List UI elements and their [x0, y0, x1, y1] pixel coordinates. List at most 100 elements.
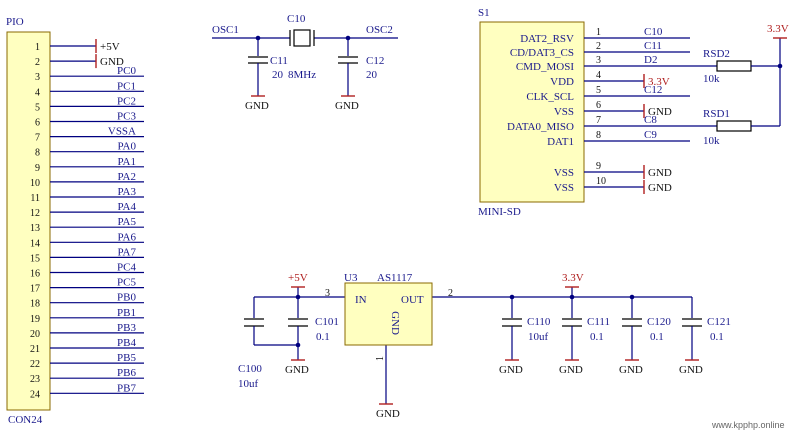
c100-value: 10uf — [238, 378, 259, 390]
c120-value: 0.1 — [650, 331, 664, 343]
regulator-pin-out: OUT — [401, 294, 424, 306]
pio-pin-net: PA7 — [117, 246, 136, 258]
pio-pin-number: 16 — [30, 269, 40, 280]
pio-pin-row: 1+5V — [35, 39, 120, 53]
pio-pin-net: PC1 — [117, 80, 136, 92]
pio-pin-number: 22 — [30, 359, 40, 370]
pio-pin-net: PA4 — [117, 201, 136, 213]
pio-pin-number: 13 — [30, 223, 40, 234]
sd-pin-name: DAT1 — [547, 136, 574, 148]
gnd-label: GND — [245, 100, 269, 112]
c11-ref: C11 — [270, 55, 288, 67]
pio-pin-number: 19 — [30, 314, 40, 325]
sd-pin-net: C8 — [644, 114, 657, 126]
crystal-ref: C10 — [287, 13, 306, 25]
c100-ref: C100 — [238, 363, 262, 375]
rsd2-ref: RSD2 — [703, 48, 730, 60]
sd-pin-net: GND — [648, 182, 672, 194]
regulator-out-pin-number: 2 — [448, 288, 453, 299]
pio-designator: PIO — [6, 16, 24, 28]
c101-value: 0.1 — [316, 331, 330, 343]
pio-pin-number: 2 — [35, 57, 40, 68]
sd-pin-number: 3 — [596, 55, 601, 66]
sd-pin-name: CMD_MOSI — [516, 61, 574, 73]
gnd-label: GND — [376, 408, 400, 420]
sd-pin-number: 6 — [596, 100, 601, 111]
gnd-label: GND — [619, 364, 643, 376]
sd-pin-number: 8 — [596, 130, 601, 141]
sd-pin-number: 5 — [596, 85, 601, 96]
regulator-gnd-pin-number: 1 — [375, 356, 386, 361]
sd-pin-net: C12 — [644, 84, 662, 96]
pio-pin-net: PB5 — [117, 352, 136, 364]
crystal-body — [293, 29, 311, 47]
sd-part-name: MINI-SD — [478, 206, 521, 218]
osc2-label: OSC2 — [366, 24, 393, 36]
pio-pin-number: 20 — [30, 329, 40, 340]
pullup-rail-label: 3.3V — [767, 23, 789, 35]
pio-pin-net: PB3 — [117, 322, 136, 334]
pio-pin-number: 24 — [30, 389, 40, 400]
junction-dot — [569, 294, 575, 300]
pio-pin-number: 8 — [35, 148, 40, 159]
sd-pin-number: 10 — [596, 176, 606, 187]
osc1-label: OSC1 — [212, 24, 239, 36]
pio-pin-number: 11 — [30, 193, 40, 204]
c111-ref: C111 — [587, 316, 610, 328]
sd-pin-name: CLK_SCL — [526, 91, 574, 103]
pio-pin-net: PA1 — [117, 156, 136, 168]
regulator-power-symbols — [291, 286, 699, 405]
sd-pin-net: C10 — [644, 26, 663, 38]
c12-value: 20 — [366, 69, 378, 81]
pio-pin-number: 4 — [35, 87, 40, 98]
regulator-ref: U3 — [344, 272, 358, 284]
pio-pin-number: 1 — [35, 42, 40, 53]
sd-pin-number: 1 — [596, 27, 601, 38]
crystal-frequency: 8MHz — [288, 69, 316, 81]
input-rail-label: +5V — [288, 272, 308, 284]
c111-value: 0.1 — [590, 331, 604, 343]
sd-pin-net: 3.3V — [648, 76, 670, 88]
gnd-label: GND — [285, 364, 309, 376]
sd-pin-number: 2 — [596, 41, 601, 52]
pio-pin-net: PA6 — [117, 231, 136, 243]
rsd2-value: 10k — [703, 73, 720, 85]
sd-pin-number: 4 — [596, 70, 601, 81]
sd-pin-name: DAT2_RSV — [520, 33, 574, 45]
output-rail-label: 3.3V — [562, 272, 584, 284]
rsd1-ref: RSD1 — [703, 108, 730, 120]
sd-pin-number: 9 — [596, 161, 601, 172]
watermark: www.kpphp.online — [711, 420, 785, 430]
sd-pin-row: CMD_MOSI 3 D2 — [516, 54, 690, 73]
junction-dot — [345, 35, 351, 41]
regulator-wiring — [244, 287, 702, 404]
regulator-in-pin-number: 3 — [325, 288, 330, 299]
pio-pin-number: 17 — [30, 284, 40, 295]
junction-dot — [629, 294, 635, 300]
pio-pin-net: PC4 — [117, 262, 136, 274]
gnd-label: GND — [559, 364, 583, 376]
sd-designator: S1 — [478, 7, 490, 19]
sd-pin-row: DAT2_RSV 1 C10 — [520, 26, 690, 45]
sd-pin-net: D2 — [644, 54, 657, 66]
